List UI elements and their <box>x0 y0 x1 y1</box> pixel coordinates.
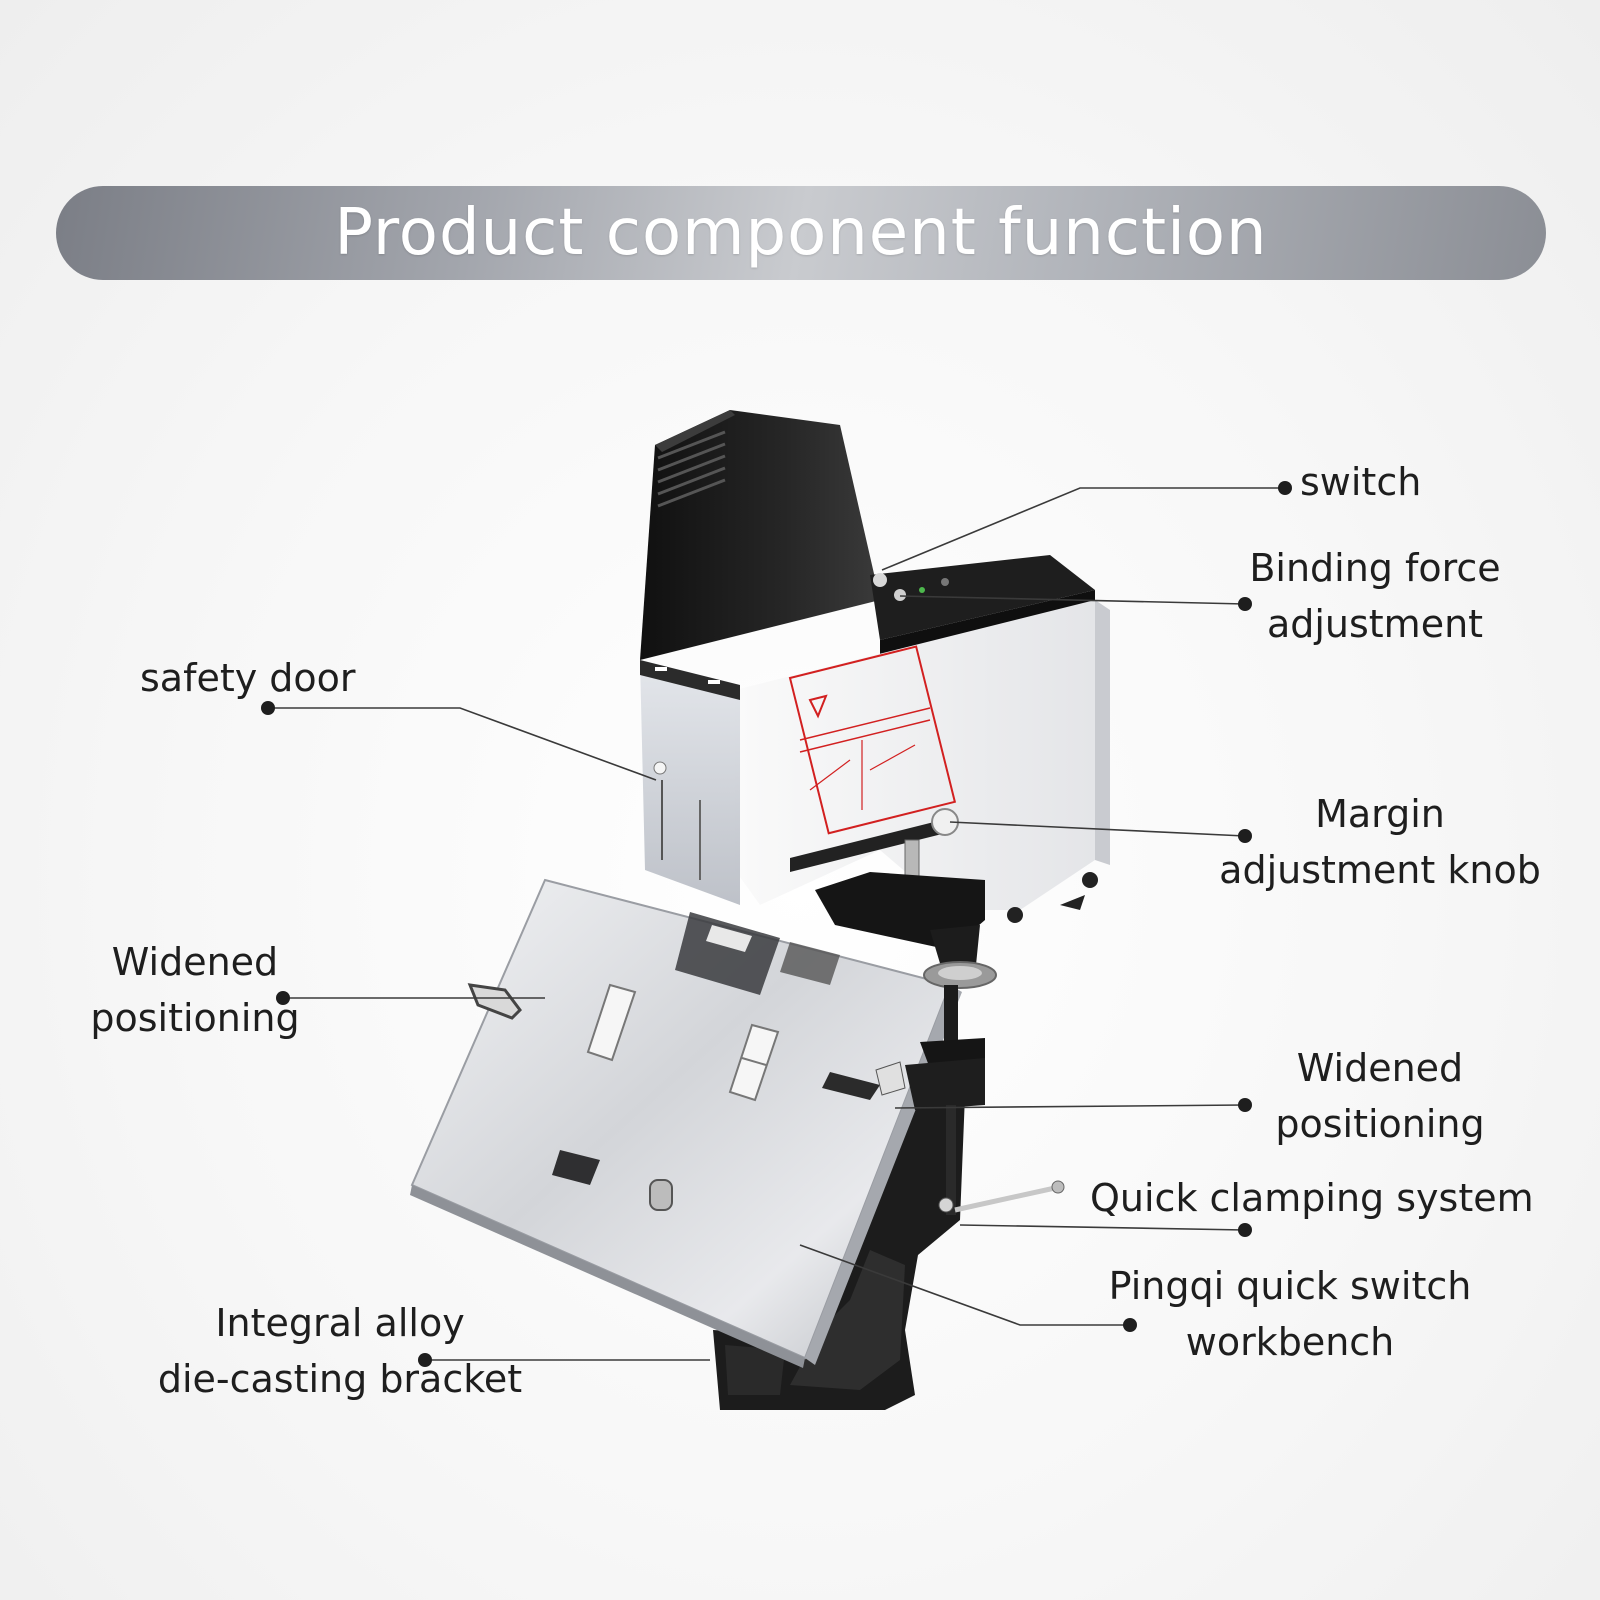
label-pingqi-line2: workbench <box>1185 1320 1395 1364</box>
title-banner: Product component function <box>56 186 1546 280</box>
label-widened-left: Widened positioning <box>70 934 320 1046</box>
label-pingqi: Pingqi quick switch workbench <box>1085 1258 1495 1370</box>
screw-icon <box>1007 907 1023 923</box>
label-binding-force-line1: Binding force <box>1249 546 1501 590</box>
label-margin-knob-line2: adjustment knob <box>1219 848 1541 892</box>
label-binding-force-line2: adjustment <box>1266 602 1484 646</box>
label-pingqi-line1: Pingqi quick switch <box>1108 1264 1472 1308</box>
vent-grille <box>657 430 726 508</box>
page-title: Product component function <box>334 196 1268 270</box>
label-bracket: Integral alloy die-casting bracket <box>125 1295 555 1407</box>
label-widened-right-line1: Widened <box>1296 1046 1464 1090</box>
workbench-plate <box>410 878 962 1368</box>
label-widened-right-line2: positioning <box>1275 1102 1485 1146</box>
label-bracket-line2: die-casting bracket <box>157 1357 523 1401</box>
stapler-body <box>735 600 1110 980</box>
binding-force-dial <box>894 589 906 601</box>
screw-icon <box>1082 872 1098 888</box>
label-binding-force: Binding force adjustment <box>1225 540 1525 652</box>
switch-button <box>873 573 887 587</box>
leader-dots <box>261 481 1292 1367</box>
label-widened-right: Widened positioning <box>1255 1040 1505 1152</box>
label-margin-knob: Margin adjustment knob <box>1210 786 1550 898</box>
quick-clamping-system <box>875 961 1065 1215</box>
label-widened-left-line2: positioning <box>90 996 300 1040</box>
label-margin-knob-line1: Margin <box>1315 792 1445 836</box>
stapler-head <box>640 410 1095 660</box>
warning-label <box>788 645 957 835</box>
label-switch: switch <box>1300 460 1422 504</box>
safety-door <box>640 660 740 905</box>
label-widened-left-line1: Widened <box>111 940 279 984</box>
label-safety-door: safety door <box>140 656 356 700</box>
label-quick-clamping: Quick clamping system <box>1090 1176 1534 1220</box>
label-bracket-line1: Integral alloy <box>215 1301 465 1345</box>
leader-lines <box>268 487 1285 1361</box>
